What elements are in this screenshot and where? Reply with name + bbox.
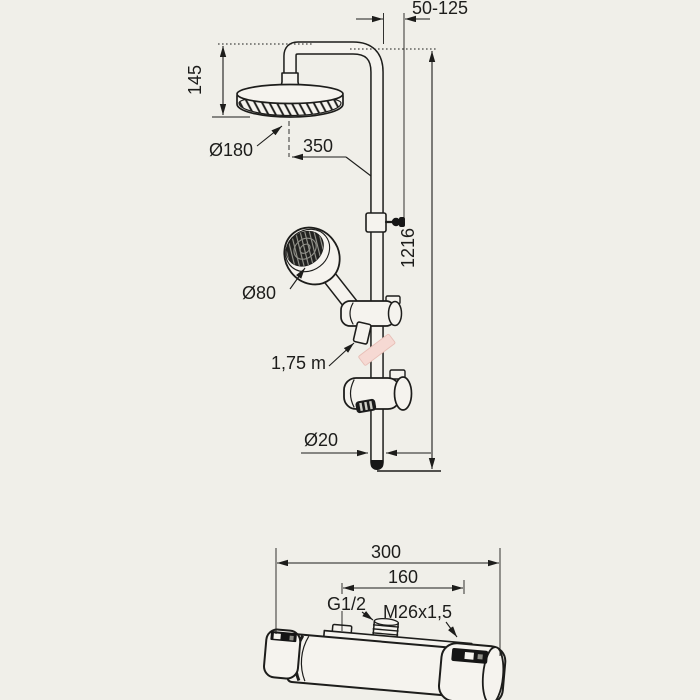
hand-shower-holder bbox=[340, 295, 403, 345]
shower-column-view bbox=[236, 41, 413, 470]
dim-head-drop-label: 145 bbox=[185, 65, 205, 95]
dim-arm-reach-label: 350 bbox=[303, 136, 333, 156]
dim-pipe-diameter-label: Ø20 bbox=[304, 430, 338, 450]
bracket-screw-icon bbox=[391, 217, 401, 227]
hose-break-mark bbox=[358, 333, 396, 366]
inlet-thread-label: G1/2 bbox=[327, 594, 366, 614]
hose-outlet-stub bbox=[352, 321, 372, 345]
pipe-end-cap bbox=[370, 460, 384, 470]
riser-pipe-and-arm bbox=[283, 41, 384, 469]
flow-handle bbox=[437, 642, 507, 700]
wall-bracket bbox=[365, 212, 405, 233]
outlet-thread-label: M26x1,5 bbox=[383, 602, 452, 622]
dim-mixer-width-label: 300 bbox=[371, 542, 401, 562]
top-view-labels: 50-125 145 Ø180 350 1216 Ø80 1,75 m Ø20 bbox=[185, 0, 468, 450]
dim-connection-span-label: 160 bbox=[388, 567, 418, 587]
dim-head-diameter-label: Ø180 bbox=[209, 140, 253, 160]
top-view-dimensions bbox=[212, 13, 441, 472]
hand-spray-face bbox=[286, 231, 324, 267]
slider-holder bbox=[343, 369, 413, 414]
bottom-view-dimensions bbox=[275, 548, 501, 656]
threaded-outlet-stub bbox=[372, 617, 400, 640]
slider-lock-knob bbox=[355, 398, 377, 414]
overhead-shower-head bbox=[236, 72, 344, 118]
dim-wall-distance-label: 50-125 bbox=[412, 0, 468, 18]
dim-column-height-label: 1216 bbox=[398, 228, 418, 268]
bottom-view-labels: 300 160 G1/2 M26x1,5 bbox=[327, 542, 452, 622]
thermostatic-mixer bbox=[263, 617, 507, 700]
dim-hose-length-label: 1,75 m bbox=[271, 353, 326, 373]
temperature-handle bbox=[263, 628, 302, 680]
dim-hand-shower-diameter-label: Ø80 bbox=[242, 283, 276, 303]
